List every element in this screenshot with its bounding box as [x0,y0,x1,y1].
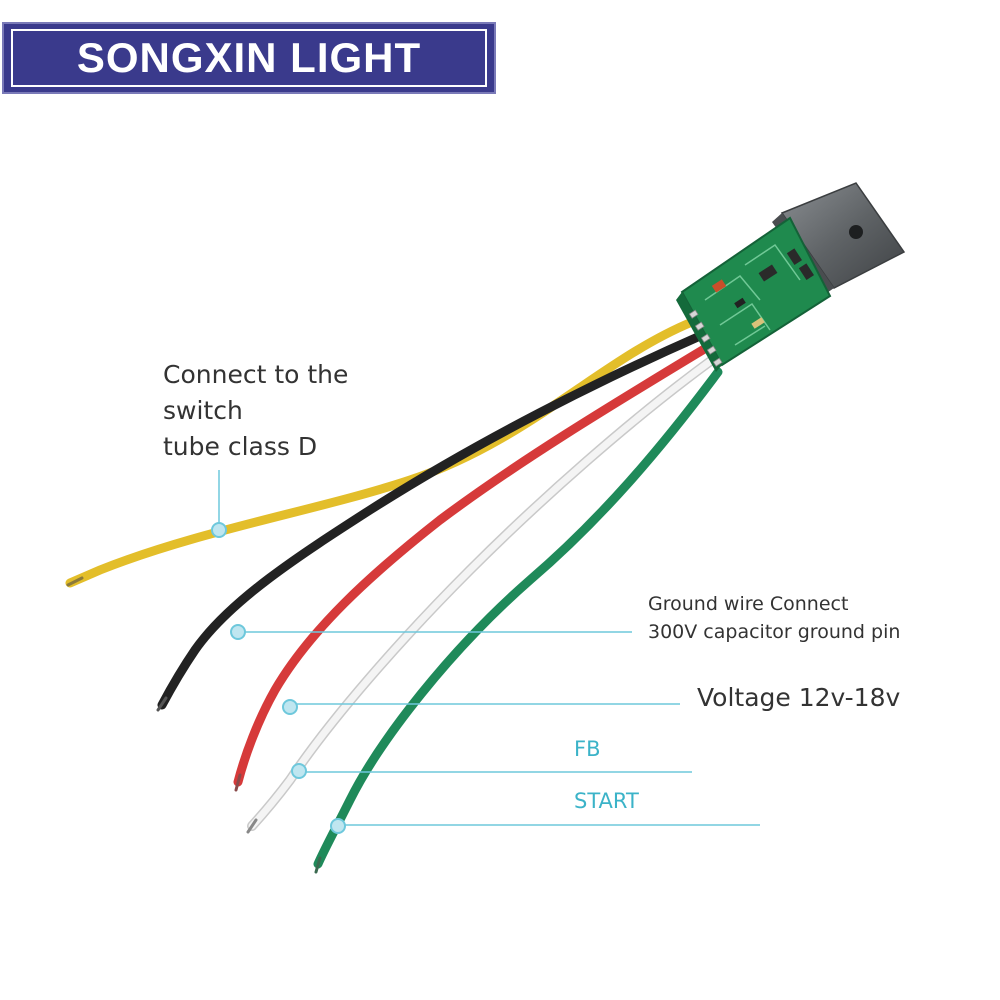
label-switch-line3: tube class D [163,432,318,461]
callout-dot-switch [211,522,227,538]
callout-dot-fb [291,763,307,779]
wire-green-tip [314,856,322,874]
label-ground-line2: 300V capacitor ground pin [648,621,901,643]
brand-banner-frame: SONGXIN LIGHT [11,29,487,87]
wire-white-tip [246,818,258,834]
callout-dot-ground [230,624,246,640]
wire-green [313,367,723,869]
wire-black-tip [156,696,168,712]
brand-logo-text: SONGXIN LIGHT [76,34,422,81]
label-switch-tube: Connect to the switch tube class D [163,357,348,465]
label-voltage: Voltage 12v-18v [697,683,901,712]
wire-white [248,356,716,830]
heatsink-mount-hole-icon [849,225,863,239]
label-ground-wire: Ground wire Connect 300V capacitor groun… [648,590,900,646]
wire-red-tip [234,773,242,792]
wire-yellow-tip [66,576,84,587]
wires [65,317,723,874]
pcb-module [676,216,832,372]
label-start: START [574,789,639,813]
label-switch-line2: switch [163,396,243,425]
callout-dot-voltage [282,699,298,715]
wire-black [157,331,705,710]
label-fb: FB [574,737,601,761]
label-ground-line1: Ground wire Connect [648,593,849,615]
callouts [211,470,760,834]
label-switch-line1: Connect to the [163,360,349,389]
wire-red [233,343,711,787]
brand-banner: SONGXIN LIGHT [2,22,496,94]
callout-dot-start [330,818,346,834]
